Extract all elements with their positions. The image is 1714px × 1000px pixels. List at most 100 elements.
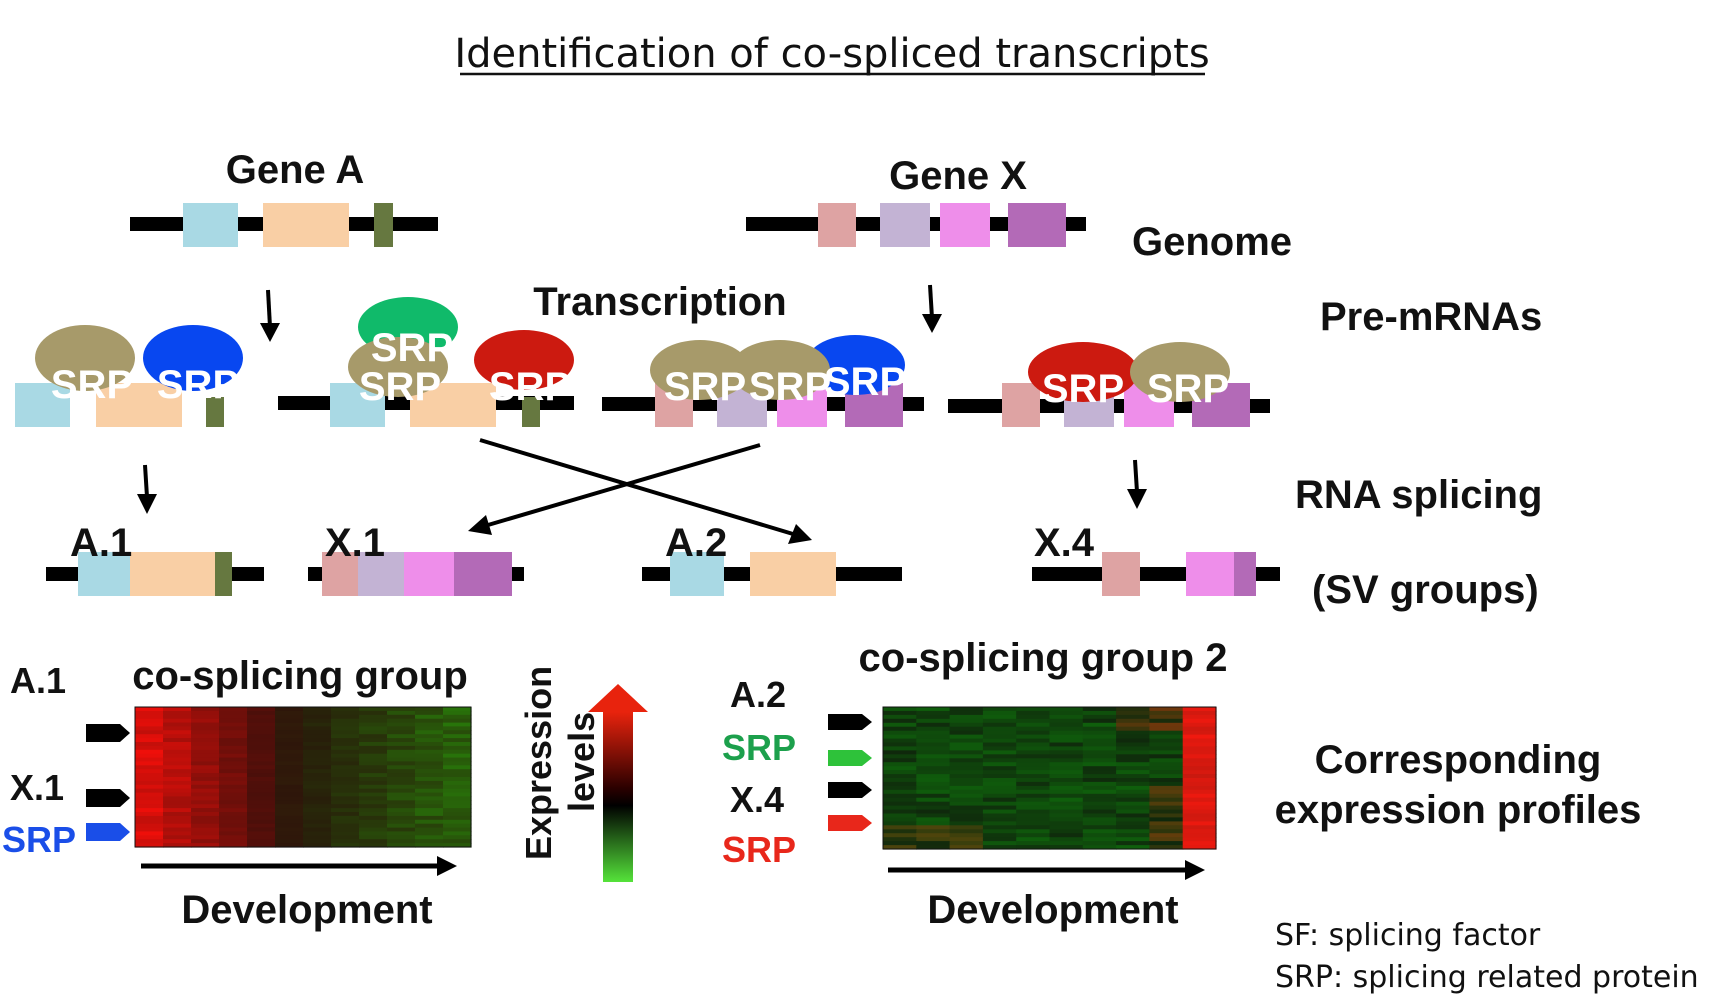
heatmap-cell (982, 707, 1017, 712)
heatmap-cell (949, 734, 984, 740)
heatmap-cell (916, 825, 951, 830)
heatmap-cell (163, 714, 192, 720)
heatmap-cell (1082, 754, 1117, 759)
heatmap-cell (883, 774, 917, 779)
heatmap-cell (219, 831, 248, 836)
heatmap-cell (247, 831, 276, 836)
heatmap-cell (275, 780, 304, 786)
heatmap-cell (359, 839, 388, 844)
heatmap-cell (1149, 714, 1184, 720)
heatmap-cell (916, 789, 951, 795)
heatmap-cell (443, 804, 472, 809)
heatmap-cell (883, 734, 917, 740)
heatmap-cell (1116, 718, 1150, 724)
heatmap-cell (163, 835, 192, 840)
heatmap-cell (1082, 778, 1117, 783)
heatmap-cell (883, 837, 917, 842)
expression-legend: Expression levels (518, 666, 648, 882)
heatmap-cell (443, 742, 472, 747)
heatmap-cell (916, 805, 951, 811)
heatmap-cell (1082, 774, 1117, 779)
heatmap-cell (1116, 797, 1150, 803)
heatmap-cell (219, 773, 248, 778)
isoform-a1: A.1 (46, 521, 264, 596)
heatmap-cell (219, 796, 248, 801)
heatmap-cell (303, 710, 332, 716)
heatmap-cell (916, 734, 951, 740)
pre-mrna-3: SRP SRP SRP (602, 335, 924, 427)
heatmap-cell (1182, 774, 1217, 779)
row-pointer (828, 815, 872, 831)
heatmap-cell (163, 784, 192, 790)
heatmap-cell (135, 769, 164, 774)
heatmap-cell (247, 804, 276, 809)
heatmap-cell (1116, 707, 1150, 712)
heatmap-cell (982, 742, 1017, 747)
heatmap-cell (359, 773, 388, 778)
heatmap-cell (1149, 758, 1184, 763)
heatmap-cell (331, 710, 360, 716)
heatmap-cell (135, 749, 164, 755)
heatmap-cell (331, 761, 360, 766)
heatmap-cell (163, 761, 192, 766)
heatmap-cell (191, 812, 220, 817)
heatmap-cell (1116, 845, 1150, 850)
heatmap-cell (415, 800, 444, 805)
heatmap-cell (1082, 833, 1117, 838)
heatmap-cell (1016, 809, 1051, 815)
heatmap-cell (949, 758, 984, 763)
heatmap-cell (415, 823, 444, 829)
srp-label: SRP (824, 360, 906, 404)
heatmap-cell (415, 745, 444, 751)
down-arrow (922, 284, 942, 333)
heatmap-cell (247, 745, 276, 751)
heatmap-cell (275, 831, 304, 836)
heatmap-cell (883, 730, 917, 736)
heatmap-cell (883, 813, 917, 818)
heatmap-cell (916, 758, 951, 763)
heatmap-cell (387, 815, 416, 821)
label-genome: Genome (1132, 220, 1292, 264)
heatmap-cell (1182, 809, 1217, 815)
heatmap-cell (1049, 707, 1084, 712)
heatmap-cell (1049, 837, 1084, 842)
heatmap-cell (1016, 707, 1051, 712)
heatmap-cell (982, 821, 1017, 826)
heatmap-cell (1149, 722, 1184, 728)
heatmap-cell (247, 769, 276, 774)
heatmap-cell (331, 784, 360, 790)
exon (940, 203, 990, 247)
heatmap-cell (949, 813, 984, 818)
heatmap-cell (387, 843, 416, 848)
heatmap-cell (443, 827, 472, 833)
exon (750, 552, 836, 596)
heatmap-cell (949, 750, 984, 755)
heatmap-cell (1182, 766, 1217, 771)
legend-label-1: Expression (518, 666, 559, 860)
heatmap-cell (191, 773, 220, 778)
heatmap-cell (1149, 789, 1184, 795)
heatmap-cell (247, 815, 276, 821)
heatmap-cell (1049, 805, 1084, 811)
heatmap-cell (135, 819, 164, 825)
heatmap-cell (949, 845, 984, 850)
heatmap-cell (443, 714, 472, 720)
heatmap-cell (331, 753, 360, 759)
heatmap-cell (949, 833, 984, 838)
heatmap-cell (275, 745, 304, 751)
heatmap-cell (916, 833, 951, 838)
heatmap-cell (1049, 845, 1084, 850)
heatmap-cell (982, 829, 1017, 834)
heatmap-cell (1149, 734, 1184, 740)
heatmap-cell (191, 827, 220, 833)
label-pre-mrnas: Pre-mRNAs (1320, 295, 1542, 339)
heatmap-cell (219, 784, 248, 790)
heatmap-cell (415, 726, 444, 731)
heatmap-cell (949, 707, 984, 712)
heatmap-cell (247, 839, 276, 844)
heatmap-cell (135, 730, 164, 735)
heatmap-cell (275, 819, 304, 825)
heatmap-cell (1082, 781, 1117, 787)
heatmap-cell (275, 734, 304, 739)
